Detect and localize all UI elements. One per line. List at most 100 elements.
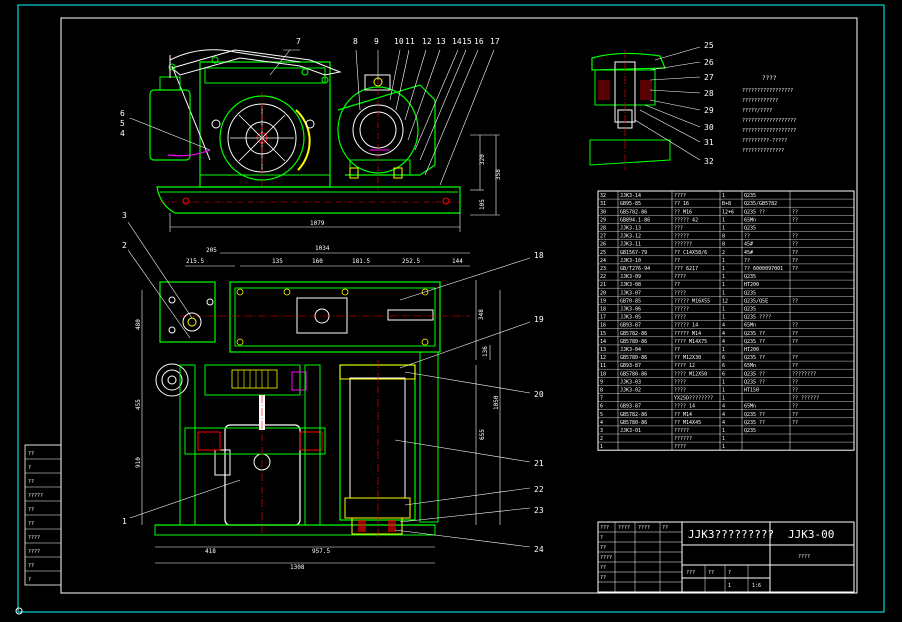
bom-cell: HT200 [744, 282, 759, 288]
callout-29: 29 [704, 106, 714, 115]
bom-cell: JJK3-08 [620, 282, 641, 288]
tech-req-title: ???? [762, 75, 777, 82]
hydraulic-thruster [149, 89, 191, 161]
tb-cell-3: ?? [600, 545, 606, 551]
bom-cell: ?? M16 [674, 209, 692, 215]
bom-cell: Q235 ?? [744, 379, 765, 385]
callout-12: 12 [422, 37, 432, 46]
dim-bottom-total: 1308 [290, 564, 305, 571]
bom-cell: 19 [600, 298, 606, 304]
dim-top-h1: 320 [479, 154, 486, 165]
callout-11: 11 [405, 37, 415, 46]
callout-1: 1 [122, 517, 127, 526]
bom-cell: GB5782-86 [620, 412, 647, 418]
inner-border [60, 17, 858, 594]
tb-cell-10: ??? [686, 570, 695, 576]
bom-cell: JJK3-14 [620, 193, 641, 199]
bom-cell: 10 [600, 371, 606, 377]
callout-25: 25 [704, 41, 714, 50]
callout-26: 26 [704, 58, 714, 67]
bom-cell: JJK3-13 [620, 226, 641, 232]
bom-cell: 8 [600, 388, 603, 394]
dim-bottom-b: 957.5 [312, 548, 330, 555]
bom-cell: ??? [674, 226, 683, 232]
bom-cell: ?? [674, 347, 680, 353]
bom-cell: ?? [792, 355, 798, 361]
bom-cell: ?? [792, 404, 798, 410]
bom-cell: JJK3-12 [620, 234, 641, 240]
bom-cell: 29 [600, 217, 606, 223]
tb-cell-7: ???? [618, 525, 630, 531]
front-view [154, 281, 470, 538]
callout-27: 27 [704, 73, 714, 82]
tech-req-line-2: ???????????? [742, 98, 778, 104]
callout-13: 13 [436, 37, 446, 46]
bom-cell: ?? [792, 217, 798, 223]
dim-top-h3: 105 [479, 199, 486, 210]
dim-plan-d: 252.5 [402, 258, 420, 265]
bom-cell: GB95-85 [620, 201, 641, 207]
dim-plan-left: 205 [206, 247, 217, 254]
callout-4: 4 [120, 129, 125, 138]
dim-left-h2: 455 [135, 399, 142, 410]
dim-plan-a: 135 [272, 258, 283, 265]
tb-cell-13: 1 [728, 583, 731, 589]
bom-cell: 1 [722, 274, 725, 280]
dim-top-h2: 358 [495, 169, 502, 180]
dim-plan-off: 215.5 [186, 258, 204, 265]
bom-cell: Q235 ?? [744, 420, 765, 426]
bom-cell: JJK3-06 [620, 307, 641, 313]
callout-20: 20 [534, 390, 544, 399]
tb-cell-12: ? [728, 570, 731, 576]
bom-cell: 1 [722, 266, 725, 272]
bom-cell: 6 [600, 404, 603, 410]
bom-cell: 4 [722, 331, 725, 337]
callout-14: 14 [452, 37, 462, 46]
bom-cell: 2 [600, 436, 603, 442]
dim-plan-total: 1034 [315, 245, 330, 252]
bom-cell: HT150 [744, 388, 759, 394]
bom-cell: 4 [722, 412, 725, 418]
bom-cell: ????? [674, 307, 689, 313]
tb-cell-4: ???? [600, 555, 612, 561]
bom-cell: ???? [674, 274, 686, 280]
bom-cell: 2 [722, 250, 725, 256]
bom-cell: Q235 [744, 226, 756, 232]
detail-leaders [634, 46, 701, 161]
elevation-dimensions [169, 134, 500, 232]
bom-cell: GB70-85 [620, 298, 641, 304]
tb-cell-9: ?? [662, 525, 668, 531]
bom-cell: GB93-87 [620, 404, 641, 410]
bom-cell: 30 [600, 209, 606, 215]
dim-right-h1: 348 [478, 309, 485, 320]
dim-plan-e: 144 [452, 258, 463, 265]
callout-21: 21 [534, 459, 544, 468]
bom-cell: ?????? [674, 242, 692, 248]
bom-cell: ?? [744, 234, 750, 240]
bom-cell: ??? 6217 [674, 266, 698, 272]
bom-cell: JJK3-01 [620, 428, 641, 434]
bom-cell: 1 [722, 282, 725, 288]
bom-cell: ???? [674, 388, 686, 394]
dim-right-h3: 1050 [493, 395, 500, 410]
bom-cell: 12 [600, 355, 606, 361]
callout-2: 2 [122, 241, 127, 250]
bom-cell: ?? [792, 388, 798, 394]
bom-cell: ???? M14X75 [674, 339, 707, 345]
dim-plan-c: 181.5 [352, 258, 370, 265]
bom-cell: 1 [600, 444, 603, 450]
bom-cell: ?? [744, 258, 750, 264]
bom-cell: 17 [600, 315, 606, 321]
drawing-number: JJK3-00 [788, 528, 834, 541]
bom-cell: ?? [674, 282, 680, 288]
bom-cell: JJK3-10 [620, 258, 641, 264]
tech-req-line-5: ?????????????????? [742, 128, 796, 134]
unit-text: ???? [798, 554, 810, 560]
elevation-view [149, 49, 461, 214]
elevation-leaders [129, 49, 495, 186]
callout-19: 19 [534, 315, 544, 324]
bom-cell: 65Mn [744, 323, 756, 329]
bom-cell: GB5780-86 [620, 371, 647, 377]
bom-cell: ?? [792, 323, 798, 329]
callout-32: 32 [704, 157, 714, 166]
